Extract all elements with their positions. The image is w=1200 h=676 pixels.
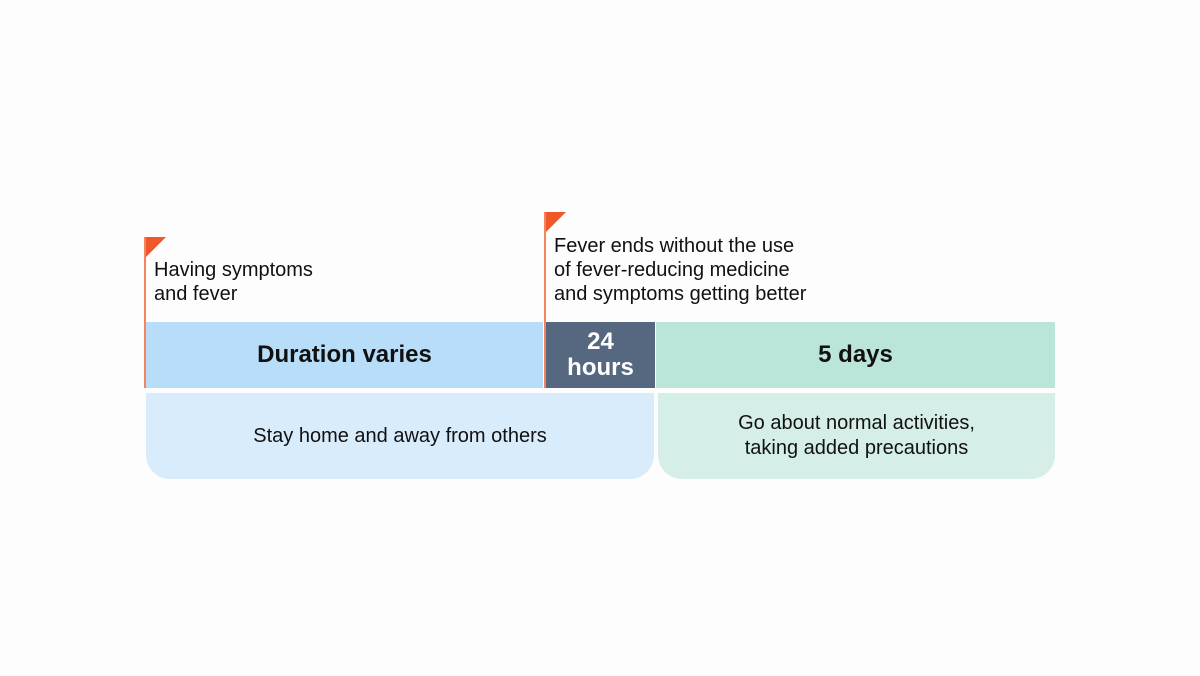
symptoms-flag-line: Having symptoms xyxy=(154,259,313,281)
normal-activities-line: Go about normal activities, xyxy=(738,412,975,434)
stay-home-panel: Stay home and away from others xyxy=(146,393,654,479)
flag-icon xyxy=(546,212,566,232)
fever-ends-flag-line: of fever-reducing medicine xyxy=(554,259,790,281)
fever-ends-flag-line: and symptoms getting better xyxy=(554,283,807,305)
symptoms-flag-label: Having symptoms and fever xyxy=(154,258,313,306)
stay-home-label: Stay home and away from others xyxy=(253,424,547,447)
5-days-bar: 5 days xyxy=(656,322,1055,388)
24-hours-line: hours xyxy=(567,354,634,381)
duration-varies-label: Duration varies xyxy=(257,341,432,368)
duration-varies-bar: Duration varies xyxy=(146,322,543,388)
normal-activities-line: taking added precautions xyxy=(744,437,969,459)
flag-pole xyxy=(544,212,546,388)
fever-ends-flag-label: Fever ends without the use of fever-redu… xyxy=(554,234,806,306)
normal-activities-label: Go about normal activities, taking added… xyxy=(738,411,975,461)
24-hours-bar: 24 hours xyxy=(546,322,655,388)
5-days-label: 5 days xyxy=(818,341,893,368)
24-hours-label: 24 hours xyxy=(567,329,634,381)
flag-pole xyxy=(144,237,146,388)
fever-ends-flag-line: Fever ends without the use xyxy=(554,235,795,257)
flag-icon xyxy=(146,237,166,257)
symptoms-flag-line: and fever xyxy=(154,283,238,305)
normal-activities-panel: Go about normal activities, taking added… xyxy=(658,393,1055,479)
24-hours-line: 24 xyxy=(587,328,614,355)
